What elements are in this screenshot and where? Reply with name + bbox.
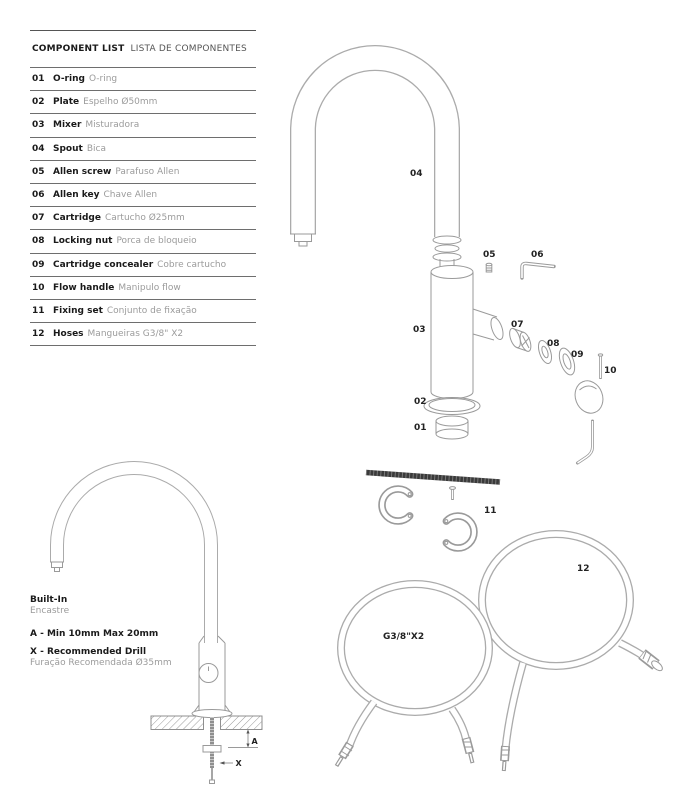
note-drill-pt: Furação Recomendada Ø35mm [30,658,172,668]
component-name-pt: Chave Allen [103,189,158,200]
dimension-x: X [219,759,243,768]
allen-key-drawing [520,261,556,280]
mixer-body-drawing [430,265,474,399]
threaded-rod-drawing [202,717,222,784]
component-name-en: Plate [53,97,80,108]
component-name-en: Fixing set [53,305,103,316]
component-list: COMPONENT LIST LISTA DE COMPONENTES 01 O-… [30,30,256,347]
component-name-en: Allen key [53,189,100,200]
dimension-a: A [228,729,259,748]
component-num: 11 [32,305,45,316]
built-in-diagram: A X [50,461,263,784]
component-name-pt: Bica [86,143,106,154]
callout-12: 12 [577,564,590,574]
component-name-en: Mixer [53,120,82,131]
callout-05: 05 [483,250,496,260]
callout-01: 01 [414,423,427,433]
component-num: 05 [32,166,45,177]
handle-allen-key-drawing [576,419,594,465]
mixer-outlet-drawing [472,308,504,341]
component-name-pt: Parafuso Allen [115,166,180,177]
fixing-set-drawing [365,469,501,552]
callout-10: 10 [604,366,617,376]
component-num: 06 [32,189,45,200]
callout-08: 08 [547,339,560,349]
component-num: 03 [32,120,45,131]
component-num: 04 [32,143,45,154]
component-name-pt: Conjunto de fixação [106,305,197,316]
flow-handle-drawing [574,353,604,414]
component-num: 02 [32,97,45,108]
callout-03: 03 [413,325,426,335]
callout-11: 11 [484,506,497,516]
cartridge-drawing [509,327,532,352]
callout-02: 02 [414,397,427,407]
note-drill-en: X - Recommended Drill [30,647,147,657]
component-num: 10 [32,282,45,293]
component-name-en: Allen screw [53,166,112,177]
built-in-subtitle: Encastre [30,606,70,616]
built-in-title: Built-In [30,595,68,605]
dim-a-label: A [252,737,259,746]
note-depth-range: A - Min 10mm Max 20mm [30,629,159,639]
component-num: 07 [32,213,45,224]
component-name-pt: Cartucho Ø25mm [104,213,185,224]
exploded-view-diagram: 04 05 06 03 07 08 09 10 02 01 11 12 G3/8… [290,45,663,772]
component-name-en: Spout [53,143,83,154]
allen-screw-drawing [485,262,493,273]
component-name-en: Hoses [53,329,84,340]
o-ring-drawing [435,415,469,440]
callout-07: 07 [511,320,524,330]
callout-09: 09 [571,350,584,360]
component-num: 08 [32,236,45,247]
component-name-pt: Misturadora [85,120,140,131]
component-name-pt: Mangueiras G3/8" X2 [87,329,184,340]
built-in-notes: Built-In Encastre A - Min 10mm Max 20mm … [30,595,172,669]
hose-size-label: G3/8"X2 [383,632,424,642]
builtin-faucet-drawing [50,461,233,718]
component-name-en: O-ring [53,74,85,84]
component-name-en: Cartridge [53,213,101,224]
component-name-en: Cartridge concealer [53,259,154,270]
callout-06: 06 [531,250,544,260]
component-name-en: Locking nut [53,236,113,247]
counter-drawing [150,715,263,730]
component-num: 01 [32,74,45,84]
hoses-drawing [334,530,663,772]
plate-drawing [423,397,481,415]
component-name-en: Flow handle [53,282,115,293]
component-name-pt: Porca de bloqueio [116,236,197,247]
spout-drawing [290,45,460,247]
component-list-title-en: COMPONENT LIST [32,44,125,54]
component-name-pt: Espelho Ø50mm [83,97,158,108]
component-name-pt: Manipulo flow [118,282,181,293]
component-list-title-pt: LISTA DE COMPONENTES [130,44,247,54]
callout-04: 04 [410,169,423,179]
dim-x-label: X [236,759,243,768]
spout-connector-drawing [432,235,462,268]
cartridge-concealer-drawing [558,347,576,376]
component-list-header: COMPONENT LIST LISTA DE COMPONENTES [30,30,256,67]
locking-nut-drawing [537,340,553,364]
component-name-pt: Cobre cartucho [157,259,227,270]
component-num: 12 [32,329,45,340]
component-num: 09 [32,259,45,270]
component-name-pt: O-ring [88,74,118,84]
